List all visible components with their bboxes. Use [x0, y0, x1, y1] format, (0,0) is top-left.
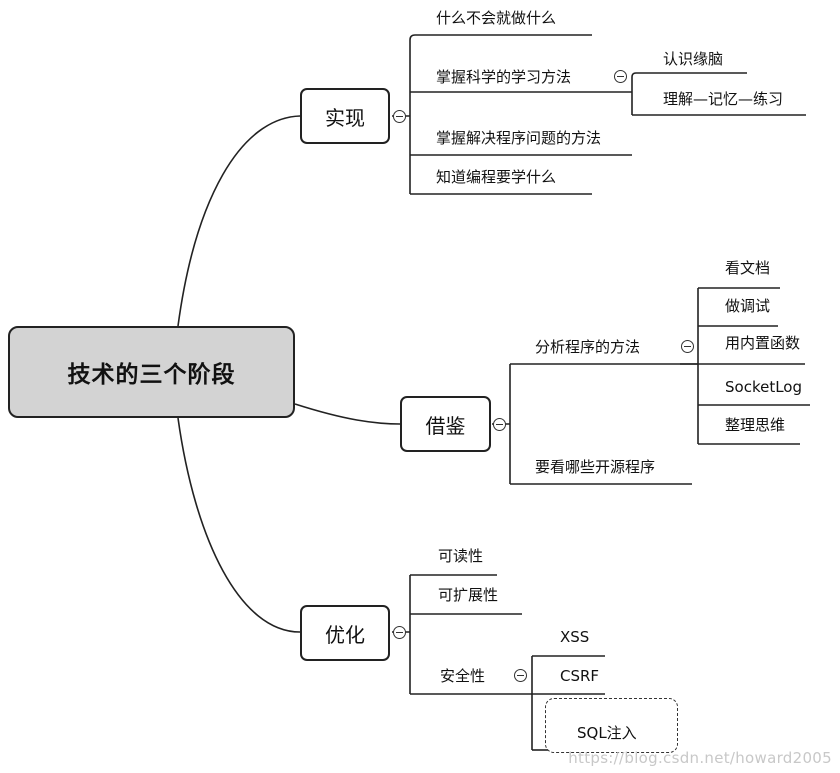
implement-item-4[interactable]: 知道编程要学什么 [436, 168, 557, 186]
implement-item-3[interactable]: 掌握解决程序问题的方法 [436, 129, 602, 147]
reference-item-1[interactable]: 分析程序的方法 [535, 338, 641, 356]
branch-implement[interactable]: 实现 [300, 88, 390, 144]
analysis-sub-4[interactable]: SocketLog [725, 378, 802, 396]
optimize-item-2[interactable]: 可扩展性 [438, 586, 499, 604]
root-node[interactable]: 技术的三个阶段 [8, 326, 295, 418]
implement-item-2[interactable]: 掌握科学的学习方法 [436, 68, 572, 86]
collapse-learning-method-icon[interactable] [614, 70, 627, 83]
connector-root-optimize [177, 417, 301, 633]
branch-reference[interactable]: 借鉴 [400, 396, 491, 452]
analysis-sub-1[interactable]: 看文档 [725, 259, 771, 277]
connector-root-reference [294, 403, 401, 425]
connector-root-implement [177, 115, 301, 327]
collapse-optimize-icon[interactable] [393, 626, 406, 639]
collapse-reference-icon[interactable] [493, 418, 506, 431]
learning-method-sub-2[interactable]: 理解—记忆—练习 [663, 90, 784, 108]
learning-method-sub-1[interactable]: 认识缘脑 [663, 50, 724, 68]
branch-optimize[interactable]: 优化 [300, 605, 390, 661]
analysis-sub-2[interactable]: 做调试 [725, 297, 771, 315]
implement-item-1[interactable]: 什么不会就做什么 [436, 9, 557, 27]
collapse-security-icon[interactable] [514, 669, 527, 682]
selected-node-outline [545, 698, 678, 753]
collapse-analysis-method-icon[interactable] [681, 340, 694, 353]
analysis-sub-5[interactable]: 整理思维 [725, 416, 786, 434]
security-sub-1[interactable]: XSS [560, 628, 590, 646]
reference-item-2[interactable]: 要看哪些开源程序 [535, 458, 656, 476]
analysis-sub-3[interactable]: 用内置函数 [725, 334, 801, 352]
collapse-implement-icon[interactable] [393, 110, 406, 123]
optimize-item-1[interactable]: 可读性 [438, 547, 484, 565]
security-sub-3[interactable]: SQL注入 [577, 724, 637, 742]
watermark-text: https://blog.csdn.net/howard2005 [568, 749, 832, 767]
security-sub-2[interactable]: CSRF [560, 667, 600, 685]
optimize-item-3[interactable]: 安全性 [440, 667, 486, 685]
